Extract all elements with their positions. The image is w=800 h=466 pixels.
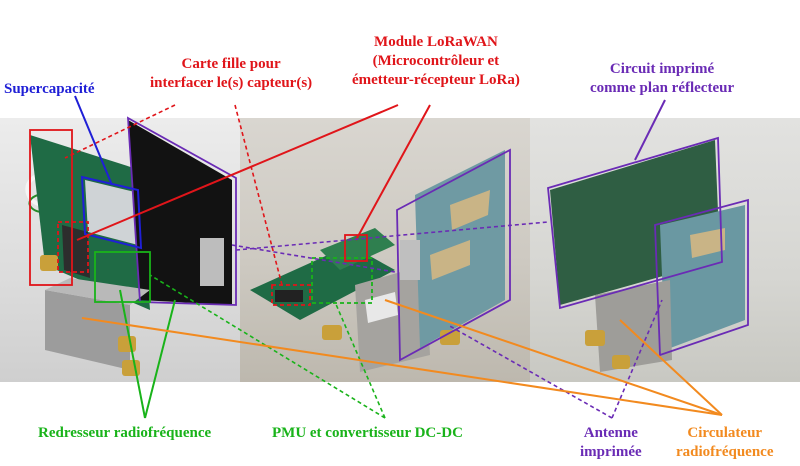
label-antenna-line1: Antenne (583, 425, 638, 441)
label-pcb-line1: Circuit imprimé (609, 61, 715, 77)
label-lorawan-line1: Module LoRaWAN (374, 34, 498, 50)
label-pcb: Circuit imprimé comme plan réflecteur (590, 60, 734, 98)
daughter-board-outline-2 (271, 284, 311, 306)
supercapacitor-outline (80, 175, 143, 250)
label-circulator-line2: radiofréquence (676, 444, 774, 460)
label-lorawan-line2: (Microcontrôleur et (372, 53, 500, 69)
reflector-outline (126, 116, 237, 306)
label-antenna: Antenne imprimée (580, 424, 642, 462)
lorawan-outline (344, 234, 368, 262)
leader-daughter-board (64, 104, 176, 159)
label-daughter-board-line1: Carte fille pour (181, 56, 281, 72)
leader-pcb (634, 99, 666, 161)
sma-connector (118, 336, 136, 352)
antenna-outline-rear (654, 198, 749, 357)
label-lorawan-line3: émetteur-récepteur LoRa) (352, 72, 520, 88)
bracket (200, 238, 224, 286)
pmu-outline (311, 257, 373, 304)
antenna-outline (396, 148, 511, 362)
sma-connector (612, 355, 630, 369)
pcb-outline (547, 136, 723, 310)
label-circulator: Circulateur radiofréquence (676, 424, 773, 462)
label-circulator-line1: Circulateur (687, 425, 763, 441)
label-daughter-board-line2: interfacer le(s) capteur(s) (150, 75, 313, 91)
sma-connector (40, 255, 58, 271)
circulator-housing (355, 265, 430, 372)
label-supercapacitor: Supercapacité (4, 81, 95, 97)
sma-connector (440, 330, 460, 345)
label-daughter-board: Carte fille pour interfacer le(s) capteu… (150, 55, 312, 93)
circulator-block (45, 290, 130, 370)
label-pcb-line2: comme plan réflecteur (590, 80, 735, 96)
supercapacitor-component (85, 180, 138, 245)
leader-pmu (149, 274, 386, 419)
label-antenna-line2: imprimée (580, 444, 642, 460)
label-rf-rectifier: Redresseur radiofréquence (38, 425, 212, 441)
leader-antenna (447, 324, 613, 419)
leader-supercapacitor (74, 95, 113, 186)
daughter-board-outline (29, 129, 73, 286)
label-lorawan: Module LoRaWAN (Microcontrôleur et émett… (352, 33, 520, 90)
sma-connector (322, 325, 342, 340)
printed-antenna-rear (660, 205, 745, 350)
leader-circulator (81, 317, 723, 416)
circulator-block-rear (595, 280, 672, 372)
leader-lorawan (76, 104, 399, 241)
sma-connector (585, 330, 605, 346)
leader-rectifier (119, 289, 146, 419)
label-pmu: PMU et convertisseur DC-DC (272, 425, 463, 441)
